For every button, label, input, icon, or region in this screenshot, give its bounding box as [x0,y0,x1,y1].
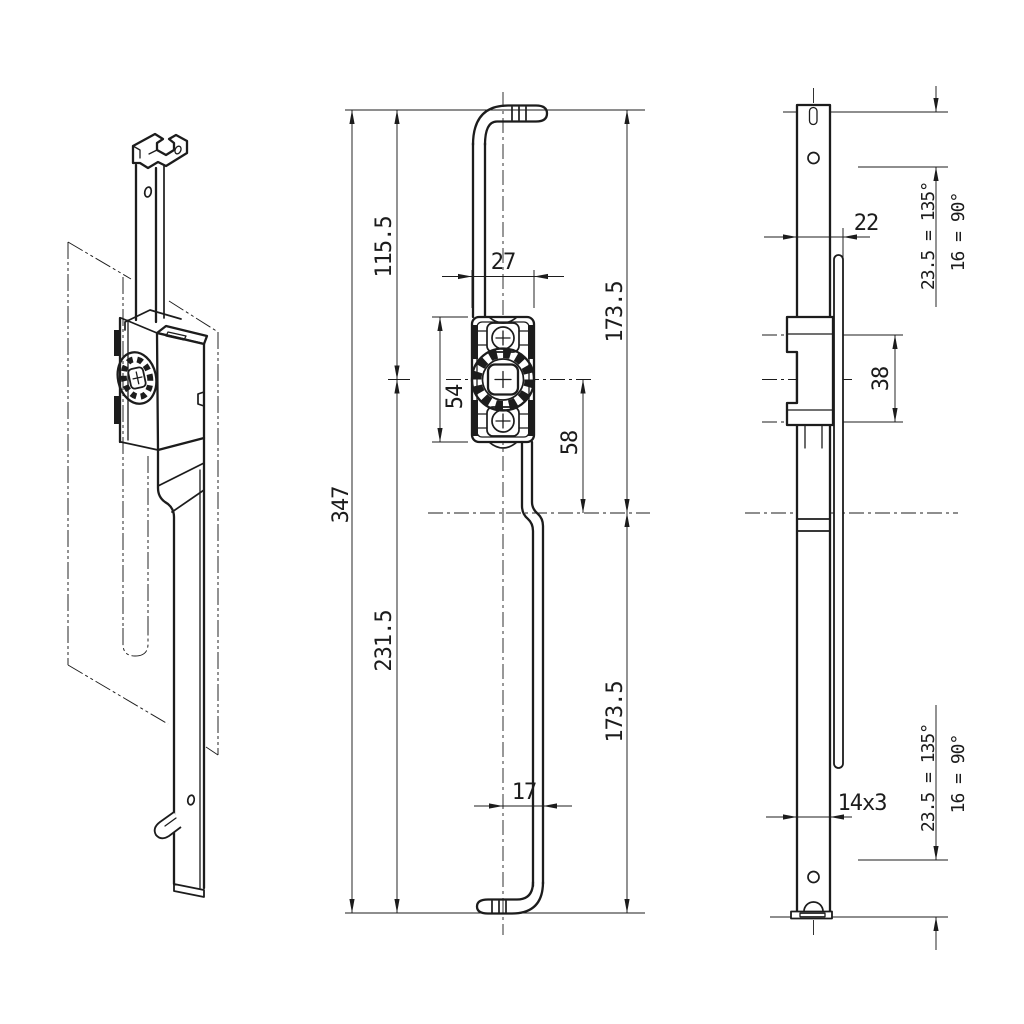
dim-case-width: 27 [442,250,564,308]
lock-case [470,315,536,449]
dim-top-ext-135: 23.5 = 135° [918,182,939,290]
bar-hole-top [143,186,153,198]
rod-offset-fold [157,462,205,513]
bar-hole-top-side [807,151,820,165]
bottom-foot [475,880,545,915]
svg-text:347: 347 [329,487,354,524]
side-guide-bar [795,103,832,912]
upper-rod [471,141,487,319]
rod-hole-bottom [186,794,196,806]
svg-text:38: 38 [869,367,894,392]
dim-rod-cross-section: 14x3 [766,791,887,820]
dim-bottom-ext-135: 23.5 = 135° [918,724,939,832]
lower-rod [520,440,545,888]
svg-text:58: 58 [558,431,583,456]
dim-case-height: 54 [432,316,468,443]
iso-connecting-rod [153,436,206,898]
bottom-plate [790,910,833,920]
dim-foot-offset: 17 [474,780,572,809]
svg-text:173.5: 173.5 [603,681,628,742]
side-lock-body [785,315,835,427]
iso-lock-body [114,309,209,452]
svg-text:54: 54 [443,384,468,409]
dim-center-to-offset: 58 [558,379,586,513]
top-bracket [131,132,189,170]
svg-text:231.5: 231.5 [372,610,397,671]
dim-top-to-offset: 173.5 [603,110,630,513]
dim-top-ext-90: 16 = 90° [948,193,969,272]
gear-rosette [470,347,536,412]
dim-offset-to-bottom: 173.5 [603,513,630,913]
svg-text:115.5: 115.5 [372,216,397,277]
hook-crimp-marks [511,106,527,121]
side-view: 22 38 14x3 23.5 = 135° 16 = 90° [745,86,969,950]
rod-overlap-lines [796,518,831,532]
bar-hole-bottom-side [807,870,820,884]
front-view: 347 115.5 231.5 173.5 173.5 [329,92,650,935]
svg-text:27: 27 [491,250,516,275]
dim-screw-distance: 38 [845,334,903,423]
svg-text:14x3: 14x3 [838,791,887,816]
phantom-frame [67,241,219,756]
svg-text:17: 17 [512,780,537,805]
svg-text:173.5: 173.5 [603,281,628,342]
foot-crimp-marks [491,900,507,914]
side-drive-rod [833,254,844,769]
frame-cutout-notch [122,628,149,657]
dim-center-to-bottom: 231.5 [372,379,400,913]
dim-width-with-rod: 22 [764,211,879,258]
dim-total-height: 347 [329,110,355,913]
bar-top-slot [808,106,818,126]
side-bottom-end [790,901,833,920]
dim-top-to-center: 115.5 [372,110,400,380]
dim-bottom-ext-90: 16 = 90° [948,735,969,814]
dim-top-extension: 23.5 = 135° 16 = 90° [918,86,969,307]
isometric-view [67,132,219,898]
top-hook [471,104,549,147]
dim-bottom-extension: 23.5 = 135° 16 = 90° [918,705,969,950]
iso-guide-bar [134,163,165,324]
bottom-dome [803,901,824,913]
housing-top-slot [165,331,187,341]
bracket-hole [174,145,182,155]
iso-bottom-foot [153,811,182,840]
svg-text:22: 22 [854,211,879,236]
iso-gear-rosette [116,351,158,405]
